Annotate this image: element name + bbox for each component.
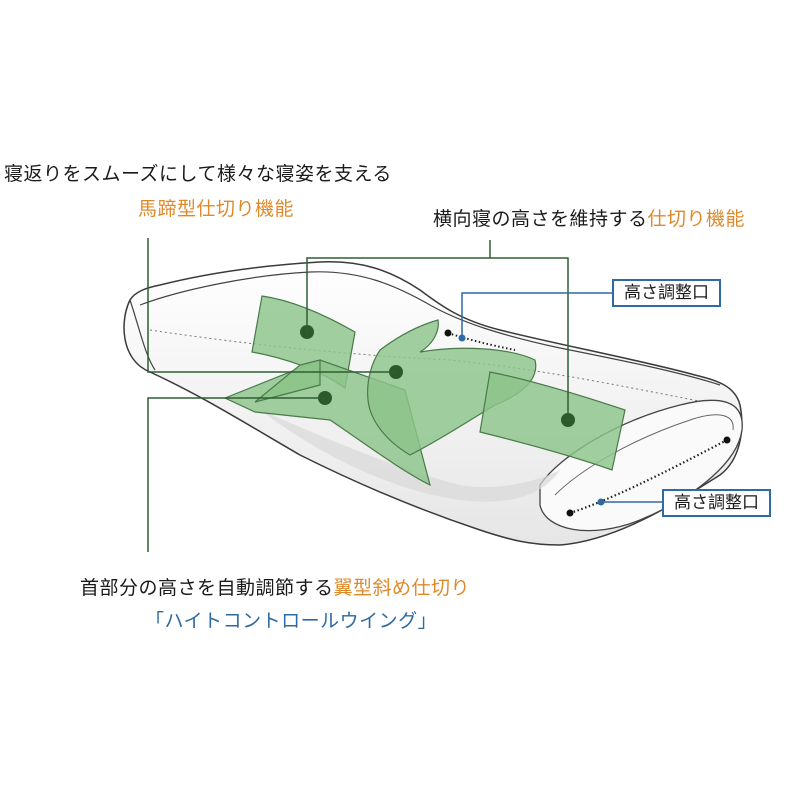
wing-callout-text: 首部分の高さを自動調節する xyxy=(80,577,334,599)
wing-callout-highlight: 翼型斜め仕切り xyxy=(333,577,471,599)
side-callout: 横向寝の高さを維持する仕切り機能 xyxy=(433,207,745,231)
side-callout-highlight: 仕切り機能 xyxy=(647,208,746,230)
bottom-port-label: 高さ調整口 xyxy=(662,489,771,517)
side-callout-text: 横向寝の高さを維持する xyxy=(433,208,648,230)
green-leaders xyxy=(147,238,569,552)
wing-callout: 首部分の高さを自動調節する翼型斜め仕切り xyxy=(80,576,470,600)
blue-leaders xyxy=(461,292,662,503)
partition-right xyxy=(479,371,626,471)
hoof-callout-line2: 馬蹄型仕切り機能 xyxy=(138,198,295,220)
pillow-shadow xyxy=(260,410,560,502)
hoof-callout-line1: 寝返りをスムーズにして様々な寝姿を支える xyxy=(4,163,392,185)
pillow-left-end xyxy=(129,299,156,371)
top-port-label: 高さ調整口 xyxy=(612,279,721,307)
pillow-rim xyxy=(139,271,721,386)
wing-callout-name: 「ハイトコントロールウイング」 xyxy=(145,610,438,632)
wing-partition-fold xyxy=(254,359,321,403)
partitions xyxy=(223,295,626,487)
